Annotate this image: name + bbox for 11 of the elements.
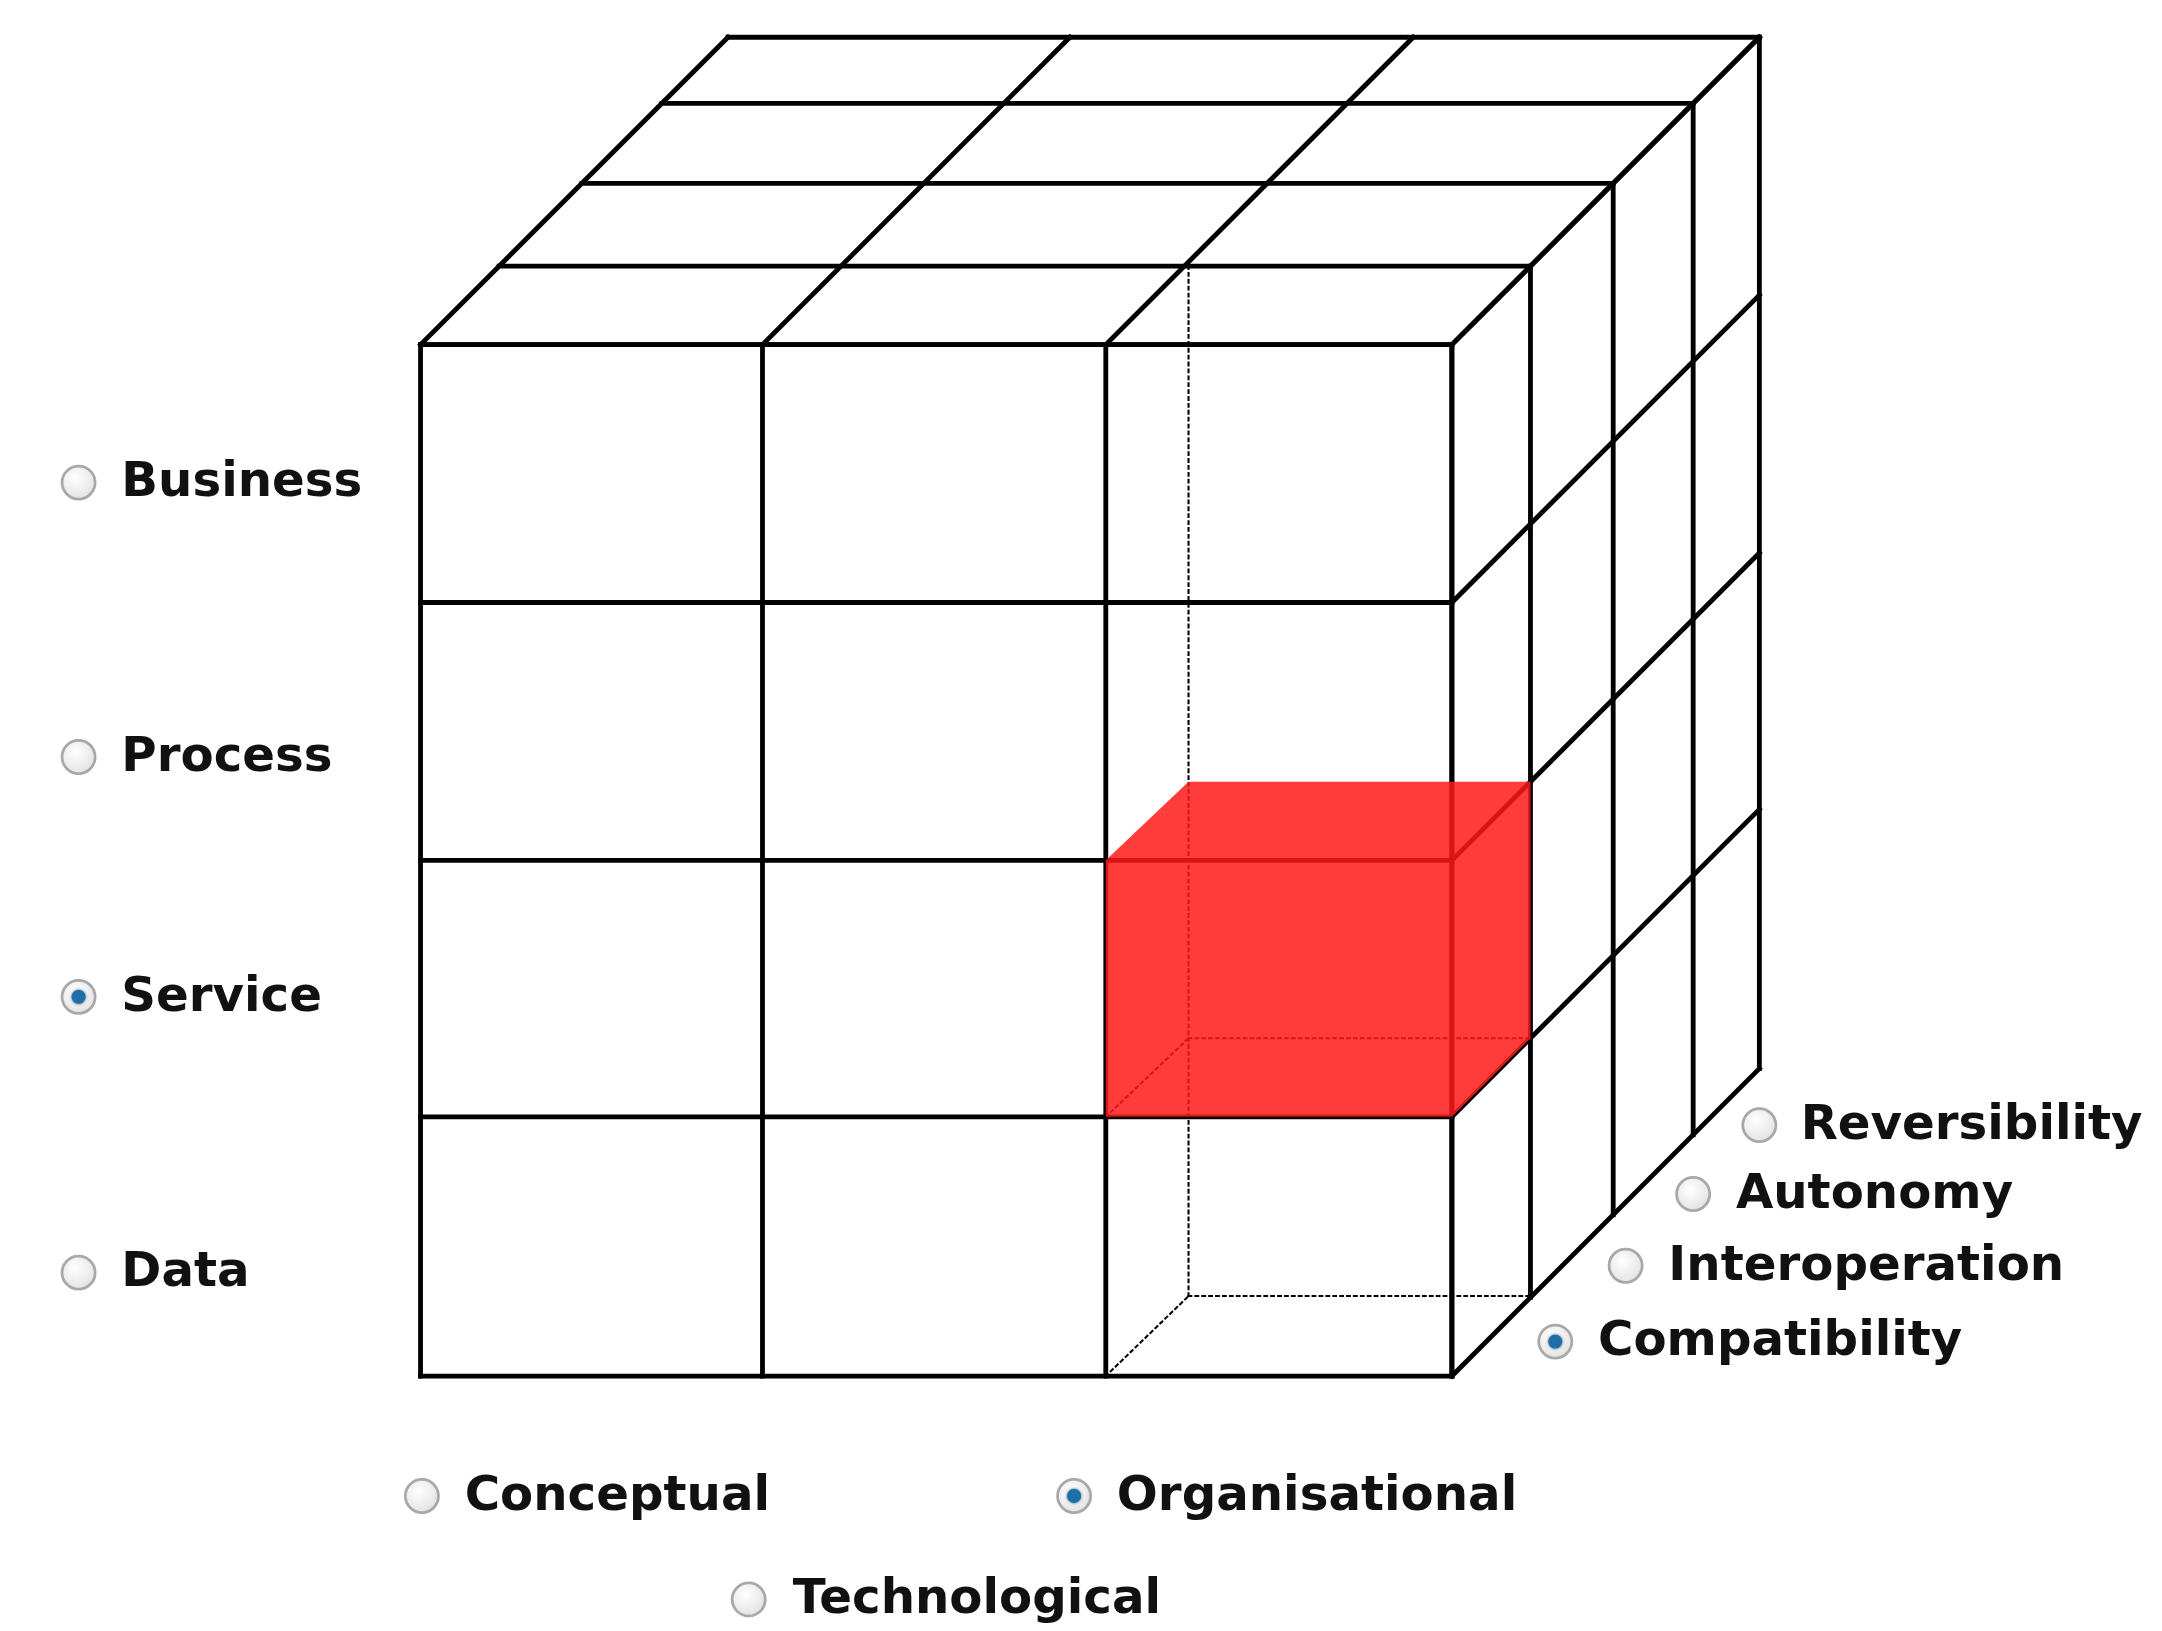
option-label: Service (121, 966, 322, 1022)
option-label: Data (121, 1242, 250, 1298)
option-label: Conceptual (464, 1465, 770, 1521)
option-label: Autonomy (1735, 1163, 2014, 1219)
option-label: Business (121, 452, 363, 508)
option-label: Organisational (1116, 1465, 1518, 1521)
option-label: Reversibility (1800, 1094, 2143, 1150)
option-label: Compatibility (1598, 1311, 1963, 1367)
option-label: Interoperation (1668, 1235, 2065, 1291)
option-label: Technological (792, 1569, 1161, 1625)
option-label: Process (121, 726, 333, 782)
